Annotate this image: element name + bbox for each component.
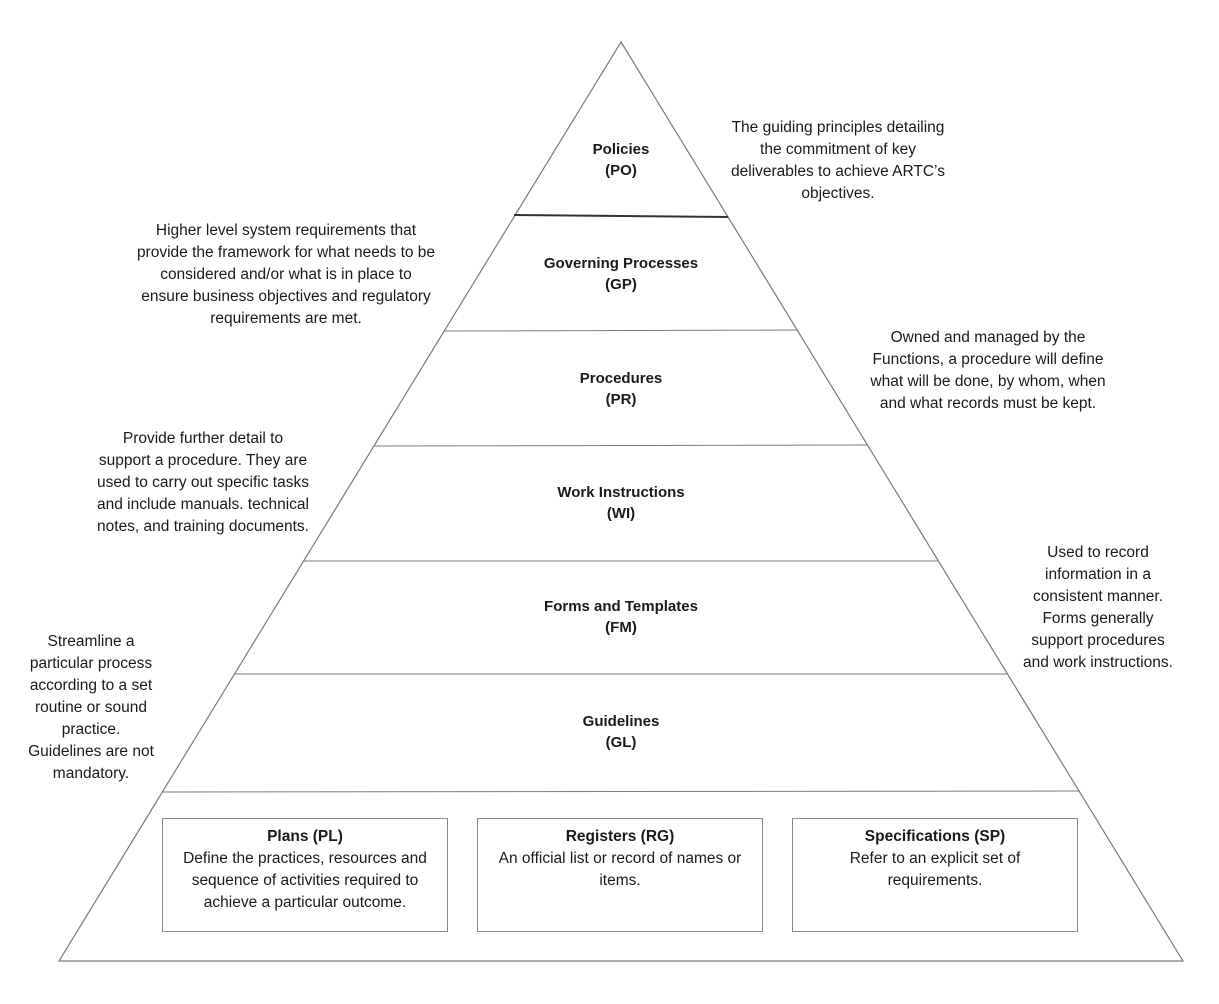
box-plans-text: Define the practices, resources and sequ…	[183, 850, 427, 911]
box-specifications: Specifications (SP) Refer to an explicit…	[792, 818, 1078, 932]
box-specifications-text: Refer to an explicit set of requirements…	[849, 850, 1021, 889]
layer-forms-templates: Forms and Templates (FM)	[544, 596, 698, 638]
layer-work-instructions-name: Work Instructions	[557, 484, 685, 501]
layer-governing-processes-code: (GP)	[605, 276, 637, 293]
layer-procedures-name: Procedures	[579, 370, 663, 387]
box-specifications-title: Specifications (SP)	[864, 828, 1006, 845]
layer-forms-templates-name: Forms and Templates	[544, 598, 698, 615]
desc-policies: The guiding principles detailing the com…	[731, 119, 945, 202]
layer-guidelines-code: (GL)	[605, 734, 637, 751]
layer-procedures-code: (PR)	[605, 391, 637, 408]
layer-guidelines-name: Guidelines	[582, 713, 660, 730]
layer-policies-code: (PO)	[605, 162, 637, 179]
box-plans-title: Plans (PL)	[267, 828, 343, 845]
box-registers: Registers (RG) An official list or recor…	[477, 818, 763, 932]
divider-governing	[443, 329, 798, 332]
layer-forms-templates-code: (FM)	[605, 619, 637, 636]
layer-procedures: Procedures (PR)	[580, 368, 663, 410]
layer-governing-processes: Governing Processes (GP)	[544, 253, 698, 295]
desc-forms-templates: Used to record information in a consiste…	[1023, 544, 1173, 671]
layer-work-instructions: Work Instructions (WI)	[557, 482, 684, 524]
box-registers-text: An official list or record of names or i…	[498, 850, 742, 889]
desc-guidelines: Streamline a particular process accordin…	[28, 633, 154, 782]
desc-work-instructions: Provide further detail to support a proc…	[97, 430, 309, 535]
desc-governing-processes: Higher level system requirements that pr…	[136, 222, 436, 327]
layer-governing-processes-name: Governing Processes	[543, 255, 699, 272]
layer-policies: Policies (PO)	[593, 139, 650, 181]
box-plans: Plans (PL) Define the practices, resourc…	[162, 818, 448, 932]
layer-work-instructions-code: (WI)	[606, 505, 636, 522]
layer-guidelines: Guidelines (GL)	[583, 711, 660, 753]
divider-guidelines	[161, 790, 1081, 793]
pyramid-outline	[57, 40, 1185, 962]
divider-procedures	[373, 444, 868, 447]
divider-policies	[513, 214, 729, 218]
layer-policies-name: Policies	[592, 141, 650, 158]
box-registers-title: Registers (RG)	[565, 828, 675, 845]
desc-procedures: Owned and managed by the Functions, a pr…	[870, 329, 1106, 412]
